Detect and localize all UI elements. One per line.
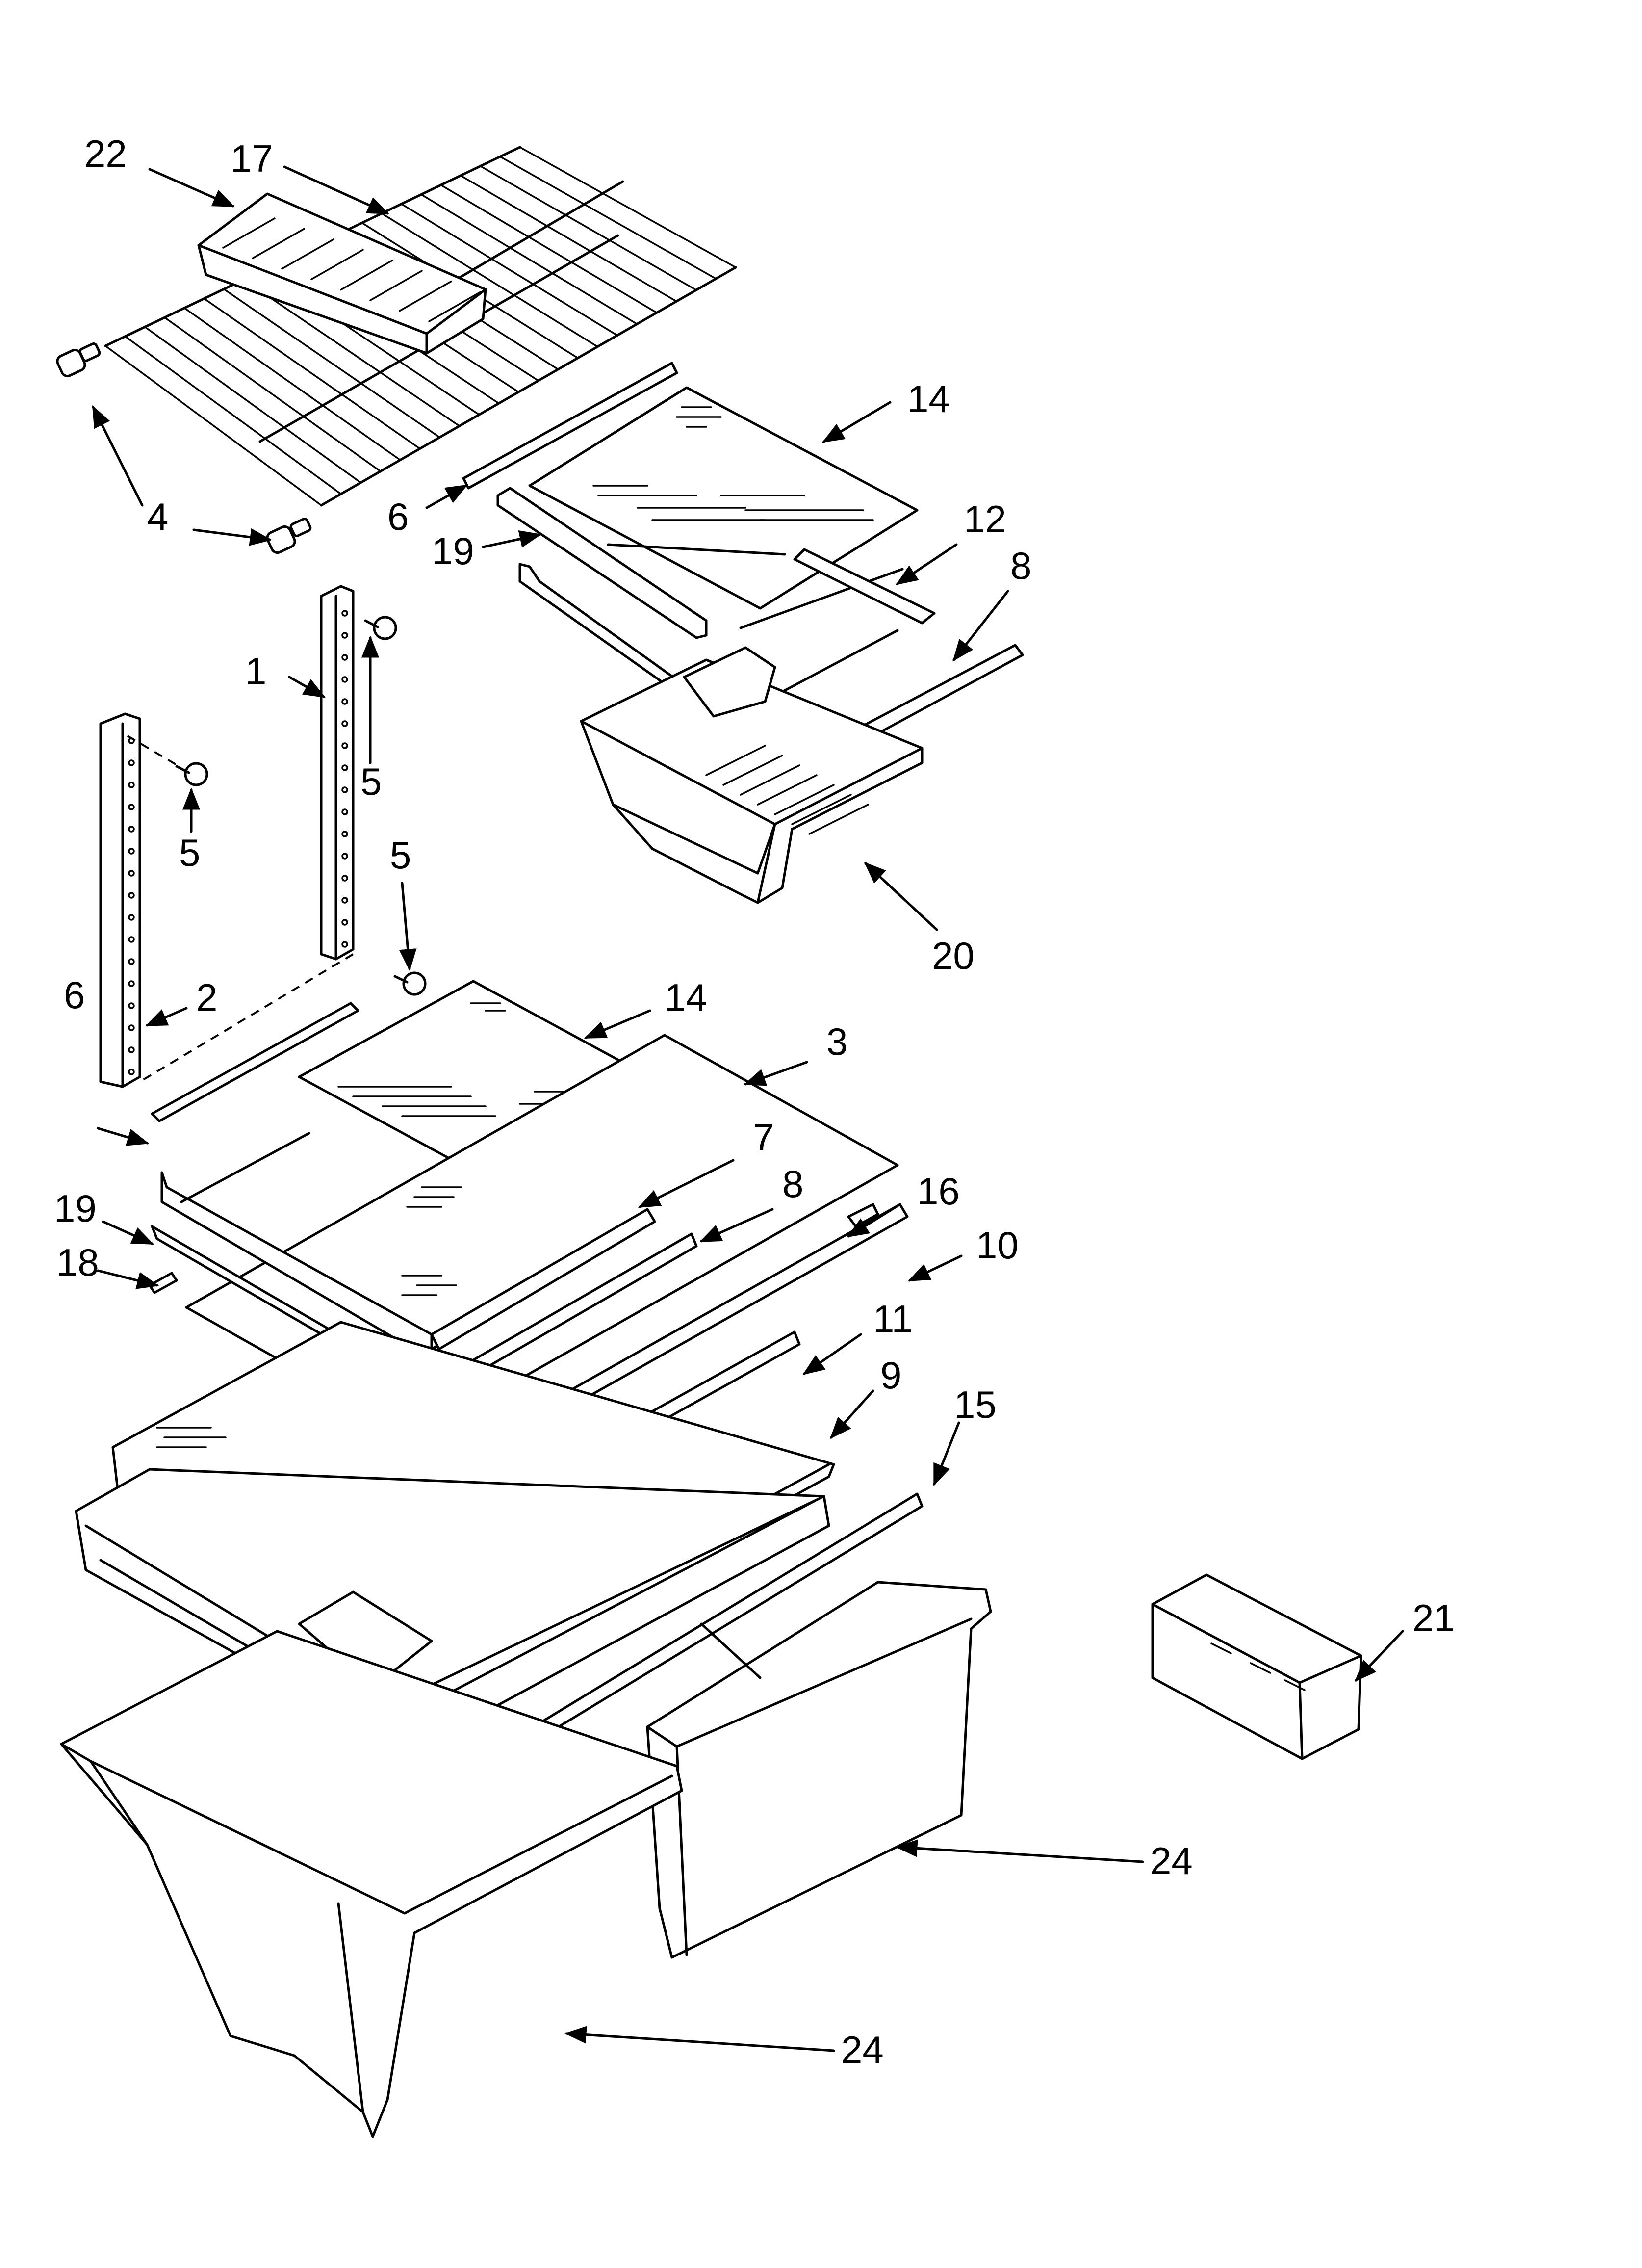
callout-9: 9 bbox=[880, 1354, 901, 1397]
callout-19-upper: 19 bbox=[432, 529, 474, 573]
callout-22: 22 bbox=[84, 132, 127, 175]
ice-cube-tray bbox=[197, 192, 487, 355]
leader-lines bbox=[92, 165, 1404, 2052]
door-bin bbox=[1151, 1573, 1362, 1760]
callout-24-right-drawer: 24 bbox=[1150, 1839, 1193, 1882]
callout-5-left-ladder: 5 bbox=[179, 831, 200, 874]
callout-3: 3 bbox=[826, 1020, 847, 1063]
callout-6-upper: 6 bbox=[387, 495, 409, 538]
screw-2 bbox=[175, 762, 208, 786]
callout-8-middle: 8 bbox=[782, 1162, 803, 1205]
callout-24-left-drawer: 24 bbox=[841, 2028, 884, 2071]
callout-6-middle: 6 bbox=[64, 973, 85, 1017]
callout-labels: 22 17 14 4 6 19 12 8 1 5 5 5 20 2 14 3 6… bbox=[54, 132, 1455, 2071]
screw-1 bbox=[364, 616, 397, 640]
callout-1: 1 bbox=[245, 650, 266, 693]
shelf-pin-upper bbox=[56, 342, 101, 378]
callout-4: 4 bbox=[147, 495, 168, 538]
upper-glass-shelf bbox=[528, 386, 919, 610]
callout-12: 12 bbox=[964, 497, 1006, 541]
middle-shelf-frame bbox=[151, 1002, 698, 1375]
callout-19-middle: 19 bbox=[54, 1187, 97, 1230]
ladder-alignment-line bbox=[139, 953, 354, 1083]
callout-5-bottom: 5 bbox=[390, 834, 411, 877]
callout-11: 11 bbox=[873, 1297, 913, 1340]
shelf-pin-lower bbox=[266, 518, 312, 554]
callout-20: 20 bbox=[932, 934, 975, 977]
screw-3 bbox=[393, 971, 427, 996]
callout-21: 21 bbox=[1412, 1596, 1455, 1640]
callout-14-upper: 14 bbox=[907, 377, 950, 420]
callout-2: 2 bbox=[196, 976, 217, 1019]
callout-18: 18 bbox=[56, 1241, 99, 1284]
shelf-ladder-left bbox=[99, 712, 182, 1088]
callout-7: 7 bbox=[753, 1116, 774, 1159]
shelf-ladder-right bbox=[320, 585, 355, 961]
callout-14-middle: 14 bbox=[665, 976, 707, 1019]
callout-15: 15 bbox=[954, 1383, 997, 1426]
crisper-drawer-left bbox=[60, 1630, 683, 2138]
meat-pan-drawer bbox=[580, 646, 924, 904]
callout-10: 10 bbox=[976, 1224, 1019, 1267]
callout-16: 16 bbox=[917, 1170, 960, 1213]
callout-5-right-ladder: 5 bbox=[360, 760, 382, 803]
callout-17: 17 bbox=[231, 137, 273, 180]
callout-8-upper: 8 bbox=[1010, 544, 1031, 587]
